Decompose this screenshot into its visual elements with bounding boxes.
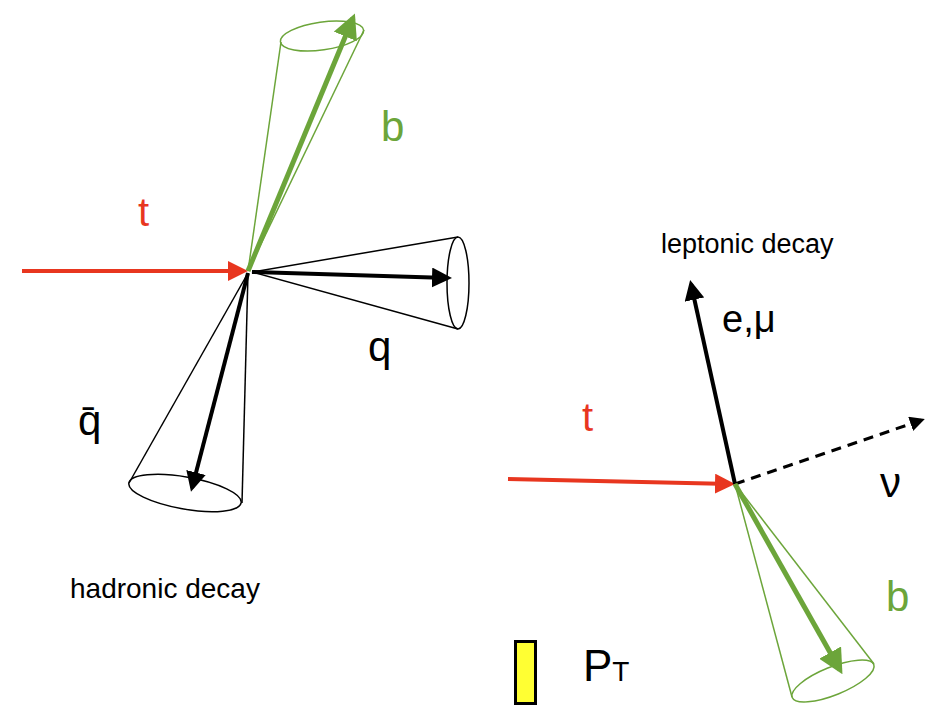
- top-quark-arrow: [22, 269, 244, 273]
- top-quark-label: t: [582, 397, 593, 437]
- b-quark-label: b: [381, 106, 404, 148]
- lepton-label: e,μ: [722, 300, 776, 338]
- top-quark-label: t: [138, 192, 149, 232]
- b-jet-cone: [735, 484, 879, 710]
- decay-mode-label: leptonic decay: [661, 231, 834, 258]
- q-jet-cone: [252, 237, 469, 329]
- legend-swatch: [514, 640, 537, 705]
- b-quark-label: b: [886, 576, 909, 618]
- quark-label: q: [368, 326, 391, 368]
- neutrino-label: ν: [880, 462, 901, 504]
- decay-mode-label: hadronic decay: [70, 575, 260, 603]
- b-jet-cone: [248, 16, 366, 271]
- qbar-jet-cone: [126, 273, 248, 519]
- legend-text: PT: [583, 644, 629, 688]
- top-quark-arrow: [508, 479, 731, 484]
- antiquark-label: q̄: [78, 400, 101, 442]
